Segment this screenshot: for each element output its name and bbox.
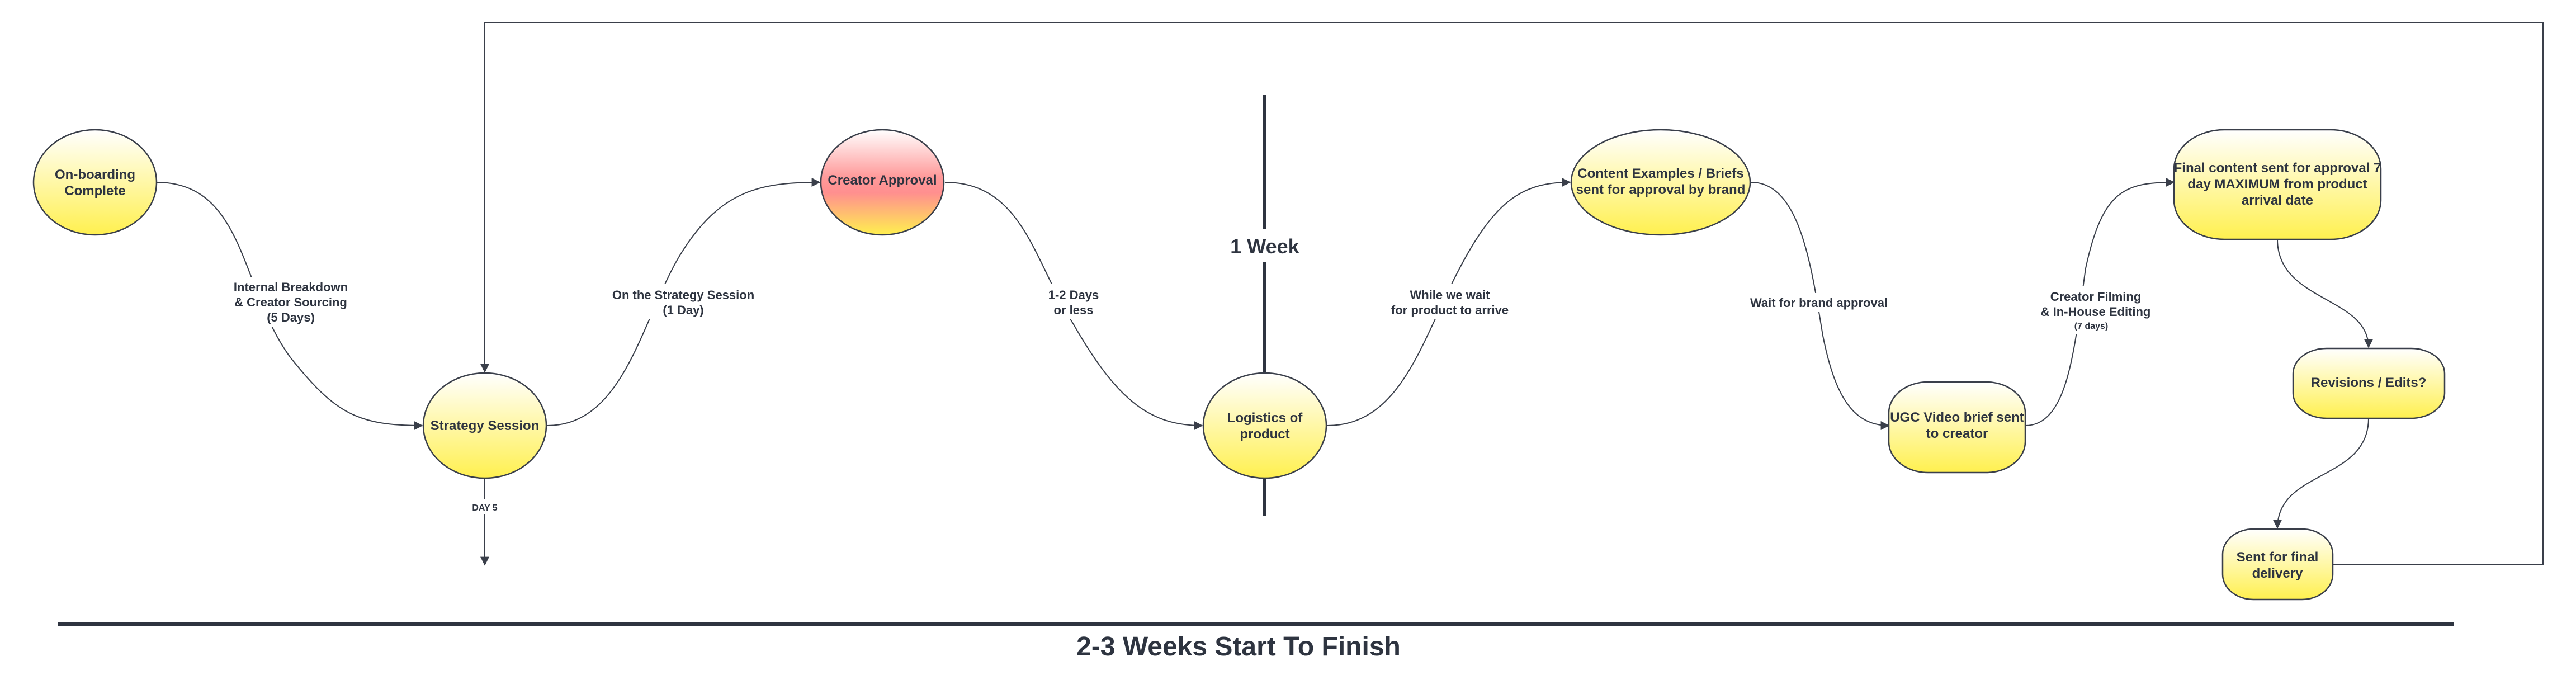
week-marker-label: 1 Week (1230, 235, 1299, 258)
svg-text:Creator Approval: Creator Approval (828, 173, 937, 188)
edge-label-day5: DAY 5 (467, 499, 503, 514)
svg-text:Wait for brand approval: Wait for brand approval (1750, 296, 1888, 310)
svg-text:Internal Breakdown& Creator So: Internal Breakdown& Creator Sourcing(5 D… (234, 280, 348, 324)
svg-text:DAY 5: DAY 5 (472, 503, 497, 513)
edge-label-filming: Creator Filming& In-House Editing (7 day… (2041, 286, 2153, 334)
edge-revisions-to-final-delivery[interactable] (2273, 418, 2369, 529)
svg-text:Revisions / Edits?: Revisions / Edits? (2311, 375, 2427, 390)
node-strategy-session[interactable]: Strategy Session (422, 372, 547, 479)
svg-text:Creator Filming& In-House Edit: Creator Filming& In-House Editing (2041, 290, 2151, 319)
edge-creator-approval-to-logistics[interactable] (944, 182, 1203, 430)
edge-label-internal-breakdown: Internal Breakdown& Creator Sourcing(5 D… (226, 277, 355, 327)
svg-text:(7 days): (7 days) (2074, 322, 2108, 331)
edge-strategy-to-creator-approval[interactable] (547, 178, 821, 426)
svg-text:On the Strategy Session(1 Day): On the Strategy Session(1 Day) (612, 288, 754, 317)
edge-final-content-to-revisions[interactable] (2277, 239, 2373, 348)
edge-content-examples-to-ugc[interactable] (1751, 182, 1890, 430)
node-creator-approval[interactable]: Creator Approval (820, 129, 945, 236)
loop-back-connector[interactable] (480, 22, 2544, 565)
edge-label-strategy-session: On the Strategy Session(1 Day) (607, 284, 758, 319)
edge-ugc-to-final-content[interactable] (2025, 178, 2175, 426)
timeline-title: 2-3 Weeks Start To Finish (1076, 632, 1401, 662)
edge-onboarding-to-strategy[interactable] (156, 182, 423, 430)
node-revisions-edits[interactable]: Revisions / Edits? (2292, 347, 2446, 419)
edge-label-brand-approval: Wait for brand approval (1745, 293, 1893, 312)
svg-text:Strategy Session: Strategy Session (431, 418, 540, 433)
